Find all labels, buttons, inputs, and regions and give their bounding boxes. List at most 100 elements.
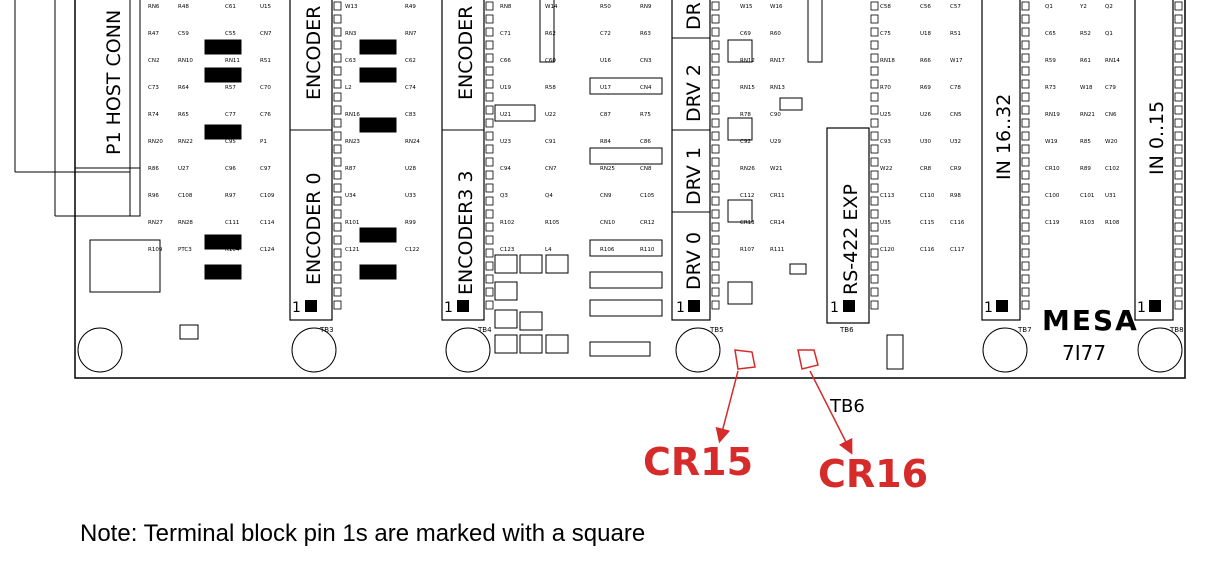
terminal-pin	[711, 261, 720, 271]
terminal-pin	[485, 183, 494, 193]
designator-label: CN7	[260, 31, 272, 37]
terminal-pin	[1174, 27, 1183, 37]
terminal-pin	[1021, 183, 1030, 193]
component-chip	[789, 263, 807, 275]
tb5-label: TB5	[709, 326, 724, 334]
terminal-pin	[870, 261, 879, 271]
component-chip	[727, 117, 753, 141]
terminal-pin	[711, 66, 720, 76]
designator-label: C71	[500, 31, 511, 37]
component-chip	[727, 199, 753, 223]
tb6-callout-label: TB6	[829, 396, 865, 417]
designator-label: RN3	[345, 31, 357, 37]
designator-label: C109	[260, 193, 275, 199]
designator-label: CN7	[545, 166, 557, 172]
designator-label: CN9	[600, 193, 612, 199]
designator-label: C101	[1080, 193, 1094, 199]
terminal-pin	[1174, 274, 1183, 284]
designator-label: R64	[178, 85, 189, 91]
component-chip	[545, 334, 569, 354]
designator-label: R111	[770, 247, 784, 253]
designator-label: C62	[405, 58, 416, 64]
designator-label: U23	[500, 139, 512, 145]
terminal-pin	[1174, 196, 1183, 206]
designator-label: Q1	[1045, 4, 1053, 10]
designator-label: RN28	[178, 220, 193, 226]
terminal-pin	[485, 261, 494, 271]
designator-label: U22	[545, 112, 556, 118]
pin1-label: 1	[444, 300, 453, 316]
terminal-pin	[870, 222, 879, 232]
cr16-arrow	[809, 370, 853, 455]
designator-label: R98	[950, 193, 961, 199]
designator-label: CN10	[600, 220, 615, 226]
terminal-pin	[485, 209, 494, 219]
designator-label: C66	[500, 58, 511, 64]
designator-label: C86	[640, 139, 651, 145]
component-chip	[589, 299, 663, 317]
terminal-pin	[1021, 157, 1030, 167]
terminal-pin	[333, 92, 342, 102]
encoder-label-bottom-1: ENCODER 0	[303, 173, 325, 285]
pin1-label: 1	[676, 300, 685, 316]
terminal-pin	[870, 14, 879, 24]
tb6-board-label: TB6	[839, 326, 854, 334]
designator-label: C115	[920, 220, 935, 226]
cr15-label: CR15	[643, 440, 753, 484]
designator-label: RN24	[405, 139, 420, 145]
designator-label: C120	[880, 247, 895, 253]
terminal-pin	[870, 1, 879, 11]
designator-label: C110	[920, 193, 935, 199]
terminal-pin	[1021, 92, 1030, 102]
designator-label: Q4	[545, 193, 553, 199]
designator-label: R62	[545, 31, 556, 37]
terminal-pin	[870, 235, 879, 245]
designator-label: R59	[1045, 58, 1056, 64]
designator-label: CN3	[640, 58, 652, 64]
component-chip	[494, 334, 518, 354]
terminal-pin	[333, 40, 342, 50]
terminal-pin-rows	[333, 1, 1183, 310]
designator-label: R101	[345, 220, 359, 226]
rs422-label: RS-422 EXP	[840, 184, 862, 295]
terminal-pin	[1174, 261, 1183, 271]
designator-label: CR12	[640, 220, 655, 226]
designator-label: C116	[950, 220, 965, 226]
terminal-pin	[1174, 105, 1183, 115]
designator-label: RN17	[770, 58, 785, 64]
terminal-pin	[1021, 222, 1030, 232]
mounting-holes	[77, 327, 1183, 373]
designator-label: CR11	[770, 193, 785, 199]
terminal-pin	[1021, 53, 1030, 63]
designator-label: CR14	[770, 220, 785, 226]
designator-label: R48	[178, 4, 189, 10]
designator-label: U16	[600, 58, 612, 64]
terminal-pin	[711, 209, 720, 219]
designator-label: R52	[1080, 31, 1091, 37]
component-chip	[494, 309, 518, 329]
cr16-pad	[797, 349, 819, 370]
designator-label: C87	[600, 112, 611, 118]
designator-label: R97	[225, 193, 236, 199]
terminal-pin	[333, 287, 342, 297]
terminal-pin	[711, 79, 720, 89]
terminal-pin	[333, 144, 342, 154]
terminal-pin	[1174, 14, 1183, 24]
designator-label: C58	[880, 4, 891, 10]
designator-label: RN7	[405, 31, 417, 37]
terminal-pin	[1174, 40, 1183, 50]
designator-label: U28	[405, 166, 417, 172]
designator-label: R65	[178, 112, 189, 118]
designator-label: C78	[950, 85, 961, 91]
designator-label: P1	[260, 139, 267, 145]
designator-label: U21	[500, 112, 511, 118]
designator-label: C116	[920, 247, 935, 253]
designator-label: R78	[740, 112, 751, 118]
terminal-pin	[711, 170, 720, 180]
terminal-pin	[485, 14, 494, 24]
terminal-pin	[485, 92, 494, 102]
terminal-pin	[711, 131, 720, 141]
component-chip	[545, 254, 569, 274]
component-chip	[204, 39, 242, 55]
